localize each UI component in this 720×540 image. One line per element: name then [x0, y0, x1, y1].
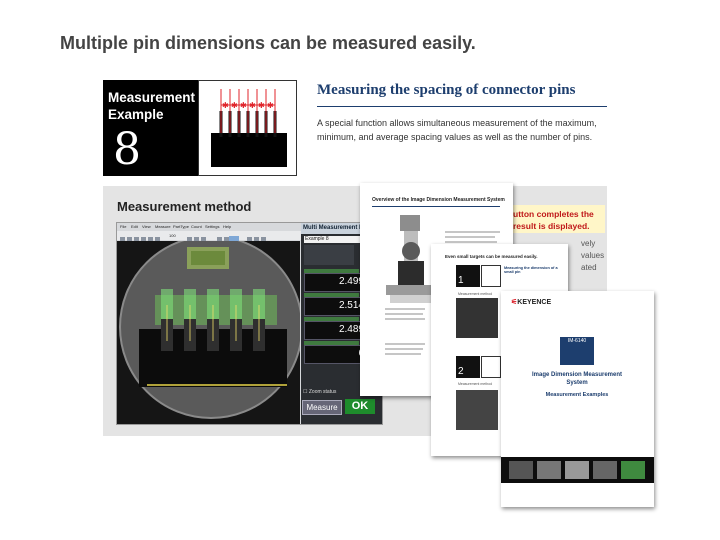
menu-parttype: PartType — [173, 224, 190, 229]
zoom-status-label: Zoom status — [308, 389, 337, 395]
page-headline: Multiple pin dimensions can be measured … — [60, 33, 476, 53]
brochure-cover: ⚟KEYENCE IM-6140 Image Dimension Measure… — [501, 291, 654, 507]
panel-title: Multi Measurement Mode — [301, 223, 382, 234]
camera-view — [117, 241, 300, 424]
menu-edit: Edit — [131, 224, 138, 229]
cover-photo-strip — [501, 457, 654, 483]
max-spacing-value: 2.499 — [304, 273, 368, 292]
cover-thumbnail — [621, 461, 645, 479]
text-line — [445, 231, 500, 233]
text-line — [385, 353, 421, 355]
example1-number: 1 — [458, 275, 464, 286]
example1-heading: Measuring the dimension of a small pin — [504, 266, 558, 274]
example2-number: 2 — [458, 366, 464, 377]
product-code: IM-6140 — [567, 338, 587, 344]
text-line — [385, 318, 425, 320]
value-tag — [304, 341, 359, 345]
connector-pin-illustration: ✱✱✱ ✱✱✱ — [198, 80, 297, 176]
example1-figure — [481, 265, 501, 287]
avg-spacing-value: 2.489 — [304, 321, 368, 340]
value-tag — [304, 317, 359, 321]
cover-thumbnail — [593, 461, 617, 479]
method-callout: utton completes the result is displayed. — [505, 205, 605, 233]
software-toolbar: 100 — [117, 231, 307, 243]
method-partial-text: vely values ated — [581, 239, 605, 272]
settings-list — [304, 245, 354, 265]
software-screenshot: File Edit View Measure PartType Count Se… — [116, 222, 383, 425]
brand-logo: ⚟KEYENCE — [511, 298, 551, 306]
value-text: 2.489 — [338, 324, 364, 335]
example1-screenshot — [456, 298, 498, 338]
example2-method-label: Measurement method — [458, 382, 493, 386]
measurement-example-badge: Measurement Example 8 — [103, 80, 198, 176]
measure-button[interactable]: Measure — [302, 400, 342, 415]
example1-method-label: Measurement method — [458, 292, 493, 296]
example1-badge: 1 — [456, 265, 480, 287]
brand-name: KEYENCE — [517, 299, 552, 306]
text-line — [385, 348, 423, 350]
zoom-readout: 100 — [169, 233, 176, 238]
value-tag — [304, 269, 359, 273]
example-label: Measurement Example — [108, 90, 196, 122]
svg-text:✱: ✱ — [231, 101, 238, 110]
svg-text:✱: ✱ — [258, 101, 265, 110]
menu-help: Help — [223, 224, 232, 229]
brand-mark-icon: ⚟ — [511, 299, 518, 306]
text-line — [445, 241, 497, 243]
text-line — [385, 343, 425, 345]
program-name: Example 8 — [304, 236, 360, 243]
min-spacing-value: 2.514 — [304, 297, 368, 316]
example2-badge: 2 — [456, 356, 480, 378]
cover-title: Image Dimension Measurement System — [531, 372, 623, 386]
menu-file: File — [120, 224, 127, 229]
svg-text:✱: ✱ — [222, 101, 229, 110]
example-number: 8 — [113, 124, 141, 175]
overview-rule — [372, 206, 500, 207]
cover-thumbnail — [509, 461, 533, 479]
example2-figure — [481, 356, 501, 378]
menu-count: Count — [191, 224, 202, 229]
measurement-system-illustration — [386, 215, 436, 303]
zoom-status-option[interactable]: ☐ Zoom status — [303, 389, 337, 395]
cover-thumbnail — [537, 461, 561, 479]
title-divider — [317, 106, 607, 107]
menu-view: View — [142, 224, 151, 229]
text-line — [445, 236, 495, 238]
svg-text:✱: ✱ — [240, 101, 247, 110]
method-title: Measurement method — [117, 199, 252, 214]
pin-count-value: 6 — [304, 345, 368, 364]
example2-screenshot — [456, 390, 498, 430]
svg-text:✱: ✱ — [249, 101, 256, 110]
menu-settings: Settings — [205, 224, 220, 229]
example-description: A special function allows simultaneous m… — [317, 118, 597, 142]
cover-subtitle: Measurement Examples — [545, 392, 609, 398]
example-title: Measuring the spacing of connector pins — [317, 82, 576, 98]
cover-thumbnail — [565, 461, 589, 479]
value-tag — [304, 293, 359, 297]
ok-result-badge: OK — [345, 399, 375, 414]
text-line — [385, 313, 423, 315]
product-badge: IM-6140 — [560, 337, 594, 365]
menu-measure: Measure — [155, 224, 171, 229]
value-text: 2.499 — [338, 276, 364, 287]
text-line — [385, 308, 425, 310]
overview-subtitle: Even small targets can be measured easil… — [445, 254, 538, 259]
overview-title: Overview of the Image Dimension Measurem… — [372, 197, 505, 203]
svg-text:✱: ✱ — [267, 101, 274, 110]
value-text: 2.514 — [338, 300, 364, 311]
